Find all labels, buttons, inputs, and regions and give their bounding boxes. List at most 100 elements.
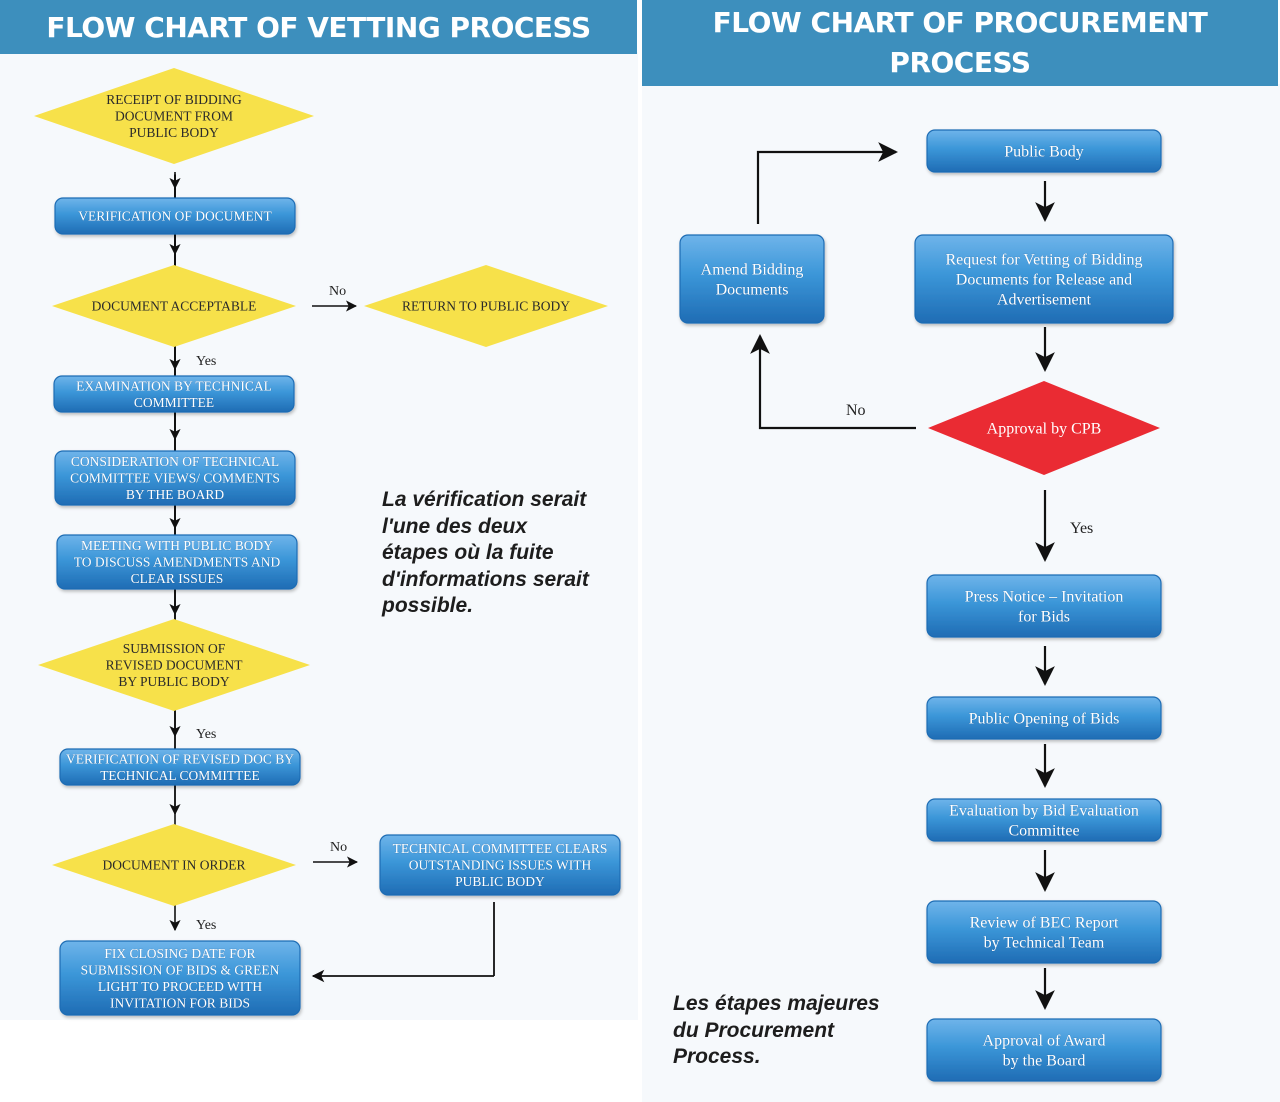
process-box [926, 1018, 1162, 1082]
node-label: EXAMINATION BY TECHNICAL [76, 378, 272, 393]
process-box [926, 900, 1162, 964]
node-label: PUBLIC BODY [455, 874, 545, 889]
node-label: RECEIPT OF BIDDING [106, 92, 242, 107]
process-box [379, 834, 621, 896]
process-box [56, 534, 298, 590]
flow-arrow [750, 334, 916, 430]
node-label: Approval of Award [983, 1032, 1106, 1049]
node-label: by Technical Team [984, 934, 1105, 951]
decision-diamond [34, 68, 314, 164]
note-line: La vérification serait [382, 488, 587, 511]
flow-node-p2: Request for Vetting of BiddingDocuments … [914, 234, 1174, 324]
flow-node-p4: Approval by CPB [928, 381, 1160, 475]
procurement-title-line: PROCESS [889, 46, 1031, 79]
flow-node-v2: VERIFICATION OF DOCUMENT [54, 197, 296, 235]
node-label: BY PUBLIC BODY [118, 674, 230, 689]
edge-label-no: No [329, 284, 347, 299]
node-label: Amend Bidding [701, 261, 804, 278]
process-box [59, 940, 301, 1016]
edge-label-no: No [846, 402, 866, 419]
decision-diamond [364, 265, 608, 347]
node-label: FIX CLOSING DATE FOR [104, 946, 255, 961]
note-line: étapes où la fuite [382, 541, 554, 564]
note-line: possible. [382, 594, 474, 617]
flow-node-p6: Public Opening of Bids [926, 696, 1162, 740]
node-label: LIGHT TO PROCEED WITH [98, 979, 263, 994]
node-label: COMMITTEE [134, 395, 214, 410]
node-label: Documents for Release and [956, 271, 1132, 288]
process-box [914, 234, 1174, 324]
flow-node-v3: DOCUMENT ACCEPTABLE [52, 265, 296, 347]
node-label: for Bids [1018, 608, 1070, 625]
node-label: Press Notice – Invitation [965, 588, 1124, 605]
flow-node-v6: CONSIDERATION OF TECHNICAL COMMITTEE VIEW… [54, 450, 296, 506]
node-label: Public Body [1004, 143, 1084, 160]
node-label: REVISED DOCUMENT [106, 658, 244, 673]
node-label: COMMITTEE VIEWS/ COMMENTS [70, 471, 280, 486]
node-label: Public Opening of Bids [969, 710, 1120, 727]
edge-label-yes: Yes [196, 727, 217, 742]
note-line: Process. [673, 1045, 761, 1068]
node-label: by the Board [1003, 1052, 1086, 1069]
procurement-note: Les étapes majeures du Procurement Proce… [673, 991, 880, 1071]
node-label: RETURN TO PUBLIC BODY [402, 299, 570, 314]
node-label: Review of BEC Report [970, 914, 1119, 931]
procurement-title-bar: FLOW CHART OF PROCUREMENT PROCESS [642, 0, 1278, 86]
node-label: CLEAR ISSUES [131, 571, 224, 586]
node-label: SUBMISSION OF BIDS & GREEN [81, 962, 280, 977]
node-label: VERIFICATION OF REVISED DOC BY [66, 751, 294, 766]
node-label: TECHNICAL COMMITTEE CLEARS [393, 841, 608, 856]
node-label: SUBMISSION OF [123, 641, 226, 656]
node-label: PUBLIC BODY [129, 125, 219, 140]
vetting-note: La vérification serait l'une des deux ét… [382, 487, 589, 620]
flow-node-v11: TECHNICAL COMMITTEE CLEARS OUTSTANDING IS… [379, 834, 621, 896]
note-line: l'une des deux [382, 514, 528, 538]
node-label: DOCUMENT ACCEPTABLE [92, 299, 257, 314]
process-box [59, 748, 301, 786]
vetting-title: FLOW CHART OF VETTING PROCESS [46, 10, 591, 44]
note-line: Les étapes majeures [673, 992, 880, 1015]
node-label: DOCUMENT FROM [115, 109, 233, 124]
decision-diamond [52, 265, 296, 347]
node-label: TECHNICAL COMMITTEE [100, 768, 260, 783]
note-line: du Procurement [673, 1018, 835, 1042]
process-box [54, 450, 296, 506]
process-box [926, 696, 1162, 740]
process-box [53, 375, 295, 413]
flow-node-p8: Review of BEC Report by Technical Team [926, 900, 1162, 964]
process-box [679, 234, 825, 324]
process-box [926, 129, 1162, 173]
edge-label-yes: Yes [1070, 520, 1094, 537]
edge-label-yes: Yes [196, 918, 217, 933]
decision-diamond [52, 824, 296, 906]
process-box [54, 197, 296, 235]
node-label: INVITATION FOR BIDS [110, 995, 250, 1010]
node-label: VERIFICATION OF DOCUMENT [78, 209, 272, 224]
node-label: OUTSTANDING ISSUES WITH [409, 858, 592, 873]
process-box [926, 798, 1162, 842]
procurement-title-line: FLOW CHART OF PROCUREMENT [712, 6, 1208, 39]
flow-node-v9: VERIFICATION OF REVISED DOC BY TECHNICAL … [59, 748, 301, 786]
node-label: Evaluation by Bid Evaluation [949, 802, 1139, 819]
decision-diamond [928, 381, 1160, 475]
node-label: Committee [1008, 822, 1079, 839]
edge-label-yes: Yes [196, 354, 217, 369]
node-label: CONSIDERATION OF TECHNICAL [71, 454, 279, 469]
node-label: Documents [716, 281, 789, 298]
flow-node-v4: RETURN TO PUBLIC BODY [364, 265, 608, 347]
flow-arrow [756, 142, 898, 224]
node-label: Approval by CPB [987, 420, 1102, 437]
vetting-title-bar: FLOW CHART OF VETTING PROCESS [0, 0, 637, 54]
flow-node-p9: Approval of Award by the Board [926, 1018, 1162, 1082]
node-label: TO DISCUSS AMENDMENTS AND [74, 555, 281, 570]
flow-node-v10: DOCUMENT IN ORDER [52, 824, 296, 906]
node-label: BY THE BOARD [126, 487, 225, 502]
